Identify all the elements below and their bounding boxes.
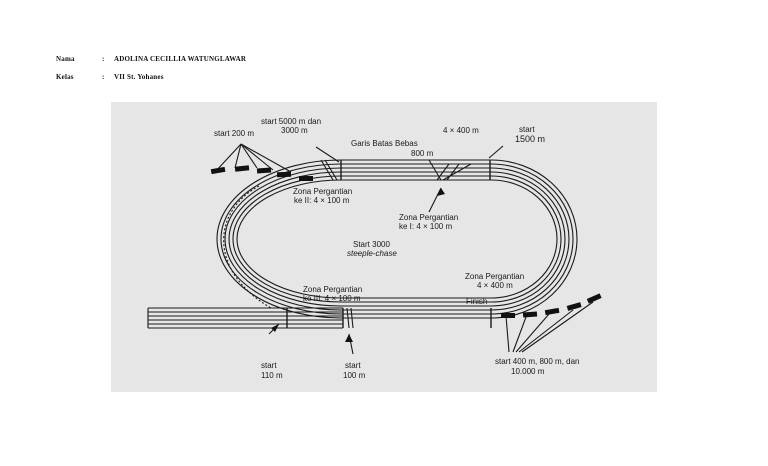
relay-400-mark: [446, 163, 460, 181]
label-finish: Finish: [466, 297, 487, 306]
label-start-200: start 200 m: [214, 129, 254, 138]
label-start-1500-2: 1500 m: [515, 134, 545, 144]
label-steeple-2: steeple-chase: [347, 249, 397, 258]
start-block: [501, 313, 515, 318]
label-start-110-2: 110 m: [261, 371, 283, 380]
label-zona1-1: Zona Pergantian: [399, 213, 458, 222]
name-separator: :: [102, 55, 105, 63]
label-start-100-2: 100 m: [343, 371, 366, 380]
leader-line: [505, 315, 510, 353]
name-value: ADOLINA CECILLIA WATUNGLAWAR: [114, 55, 247, 63]
start-block: [566, 302, 582, 311]
track-diagram: start 200 m start 5000 m dan 3000 m Gari…: [111, 102, 657, 392]
label-4x400-top: 4 × 400 m: [443, 126, 479, 135]
label-start-400-1: start 400 m, 800 m, dan: [495, 357, 580, 366]
start-block: [544, 307, 560, 316]
label-steeple-1: Start 3000: [353, 240, 390, 249]
lane-line: [236, 179, 558, 299]
leader-line: [488, 145, 504, 159]
leader-line: [234, 143, 242, 169]
label-zona1-2: ke I: 4 × 100 m: [399, 222, 452, 231]
leader-line: [515, 313, 550, 353]
lane-line: [220, 163, 574, 315]
class-label: Kelas: [56, 73, 74, 81]
arrow-head: [345, 334, 353, 342]
zona3-mark: [346, 307, 350, 329]
lane-line: [224, 167, 570, 311]
label-zona400-2: 4 × 400 m: [477, 281, 513, 290]
start-block: [299, 176, 313, 181]
zona2-mark: [320, 159, 334, 181]
leader-line: [240, 143, 274, 171]
start-block: [276, 171, 292, 178]
leader-line: [512, 316, 527, 353]
label-start-5000-2: 3000 m: [281, 126, 308, 135]
arrow-head: [271, 324, 279, 332]
start-block: [586, 293, 602, 304]
class-separator: :: [102, 73, 105, 81]
class-value: VII St. Yohanes: [114, 73, 164, 81]
leader-line: [315, 146, 340, 163]
start-block: [256, 167, 272, 174]
lane-line: [232, 175, 562, 303]
label-zona3-2: ke III: 4 × 100 m: [303, 294, 361, 303]
lane-line: [228, 171, 566, 307]
arrow-head: [437, 188, 445, 196]
leader-line: [240, 143, 292, 173]
track-diagram-svg: start 200 m start 5000 m dan 3000 m Gari…: [147, 117, 602, 380]
label-zona400-1: Zona Pergantian: [465, 272, 524, 281]
zona3-mark: [350, 307, 354, 329]
lane-line: [216, 159, 578, 319]
steeple-chase-curve: [223, 185, 272, 309]
label-800m: 800 m: [411, 149, 434, 158]
leader-line: [521, 301, 594, 353]
label-start-110-1: start: [261, 361, 277, 370]
start-block: [522, 311, 538, 318]
label-start-1500-1: start: [519, 125, 535, 134]
start-block: [210, 166, 226, 175]
label-start-100-1: start: [345, 361, 361, 370]
zona1-mark: [442, 163, 472, 181]
label-start-5000-1: start 5000 m dan: [261, 117, 321, 126]
leader-line: [518, 309, 574, 353]
start-block: [234, 165, 250, 172]
leader-line: [214, 143, 242, 173]
label-zona3-1: Zona Pergantian: [303, 285, 362, 294]
label-zona2-1: Zona Pergantian: [293, 187, 352, 196]
name-label: Nama: [56, 55, 75, 63]
label-zona2-2: ke II: 4 × 100 m: [294, 196, 350, 205]
label-start-400-2: 10.000 m: [511, 367, 545, 376]
label-garis-batas: Garis Batas Bebas: [351, 139, 418, 148]
leader-line: [240, 143, 258, 169]
zona2-mark: [324, 159, 338, 181]
relay-400-mark: [436, 163, 450, 181]
